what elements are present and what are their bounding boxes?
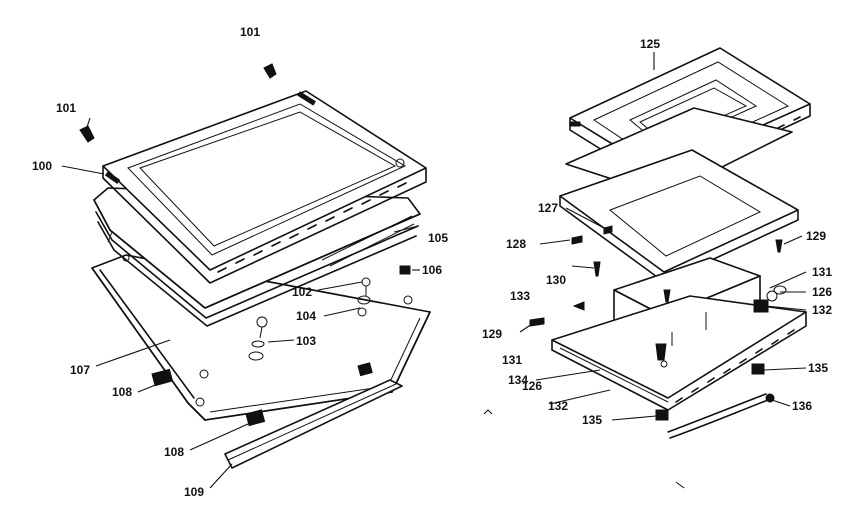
callout-107: 107: [70, 363, 90, 377]
callout-102: 102: [292, 285, 312, 299]
callout-135-right: 135: [808, 361, 828, 375]
callout-101-upper: 101: [240, 25, 260, 39]
hardware-102-103-104: [248, 277, 371, 361]
tray-134-vent-slots: [675, 329, 795, 403]
callout-101-left: 101: [56, 101, 76, 115]
callout-126-right: 126: [812, 285, 832, 299]
callout-labels: 101 101 100 105 106 102 104 103 107 108 …: [32, 25, 832, 499]
callout-131-right: 131: [812, 265, 832, 279]
callout-134: 134: [508, 373, 528, 387]
callout-106: 106: [422, 263, 442, 277]
right-hardware: [529, 225, 787, 421]
hinge-block-108-lower: [245, 409, 266, 427]
callout-103: 103: [296, 334, 316, 348]
callout-132-left: 132: [548, 399, 568, 413]
base-tray-134: [551, 295, 807, 411]
door-inner-panel-107: [91, 254, 431, 421]
door-outer-panel-100: [102, 90, 427, 284]
left-leader-lines: [61, 117, 420, 489]
callout-108-left: 108: [112, 385, 132, 399]
callout-109: 109: [184, 485, 204, 499]
callout-133: 133: [510, 289, 530, 303]
right-leader-lines: [519, 52, 807, 421]
left-door-assembly: [61, 63, 431, 489]
callout-127: 127: [538, 201, 558, 215]
callout-129-right: 129: [806, 229, 826, 243]
stray-marks: [483, 409, 685, 489]
callout-104: 104: [296, 309, 316, 323]
callout-136: 136: [792, 399, 812, 413]
door-panel-vent-slots: [217, 182, 407, 273]
hinge-block-108-left: [151, 368, 209, 387]
callout-135-left: 135: [582, 413, 602, 427]
callout-130: 130: [546, 273, 566, 287]
right-frame-assembly: [519, 47, 811, 439]
callout-126-left: 126: [522, 379, 542, 393]
callout-129-left: 129: [482, 327, 502, 341]
handle-bar-109: [224, 379, 403, 469]
callout-100: 100: [32, 159, 52, 173]
callout-132-right: 132: [812, 303, 832, 317]
handle-136: [667, 393, 775, 439]
clip-106: [399, 265, 411, 275]
hinge-block-108-right: [357, 362, 373, 377]
callout-131-left: 131: [502, 353, 522, 367]
callout-125: 125: [640, 37, 660, 51]
callout-108-lower: 108: [164, 445, 184, 459]
callout-105: 105: [428, 231, 448, 245]
screw-101-left: [79, 125, 95, 143]
callout-128: 128: [506, 237, 526, 251]
screw-101-upper: [263, 63, 277, 79]
